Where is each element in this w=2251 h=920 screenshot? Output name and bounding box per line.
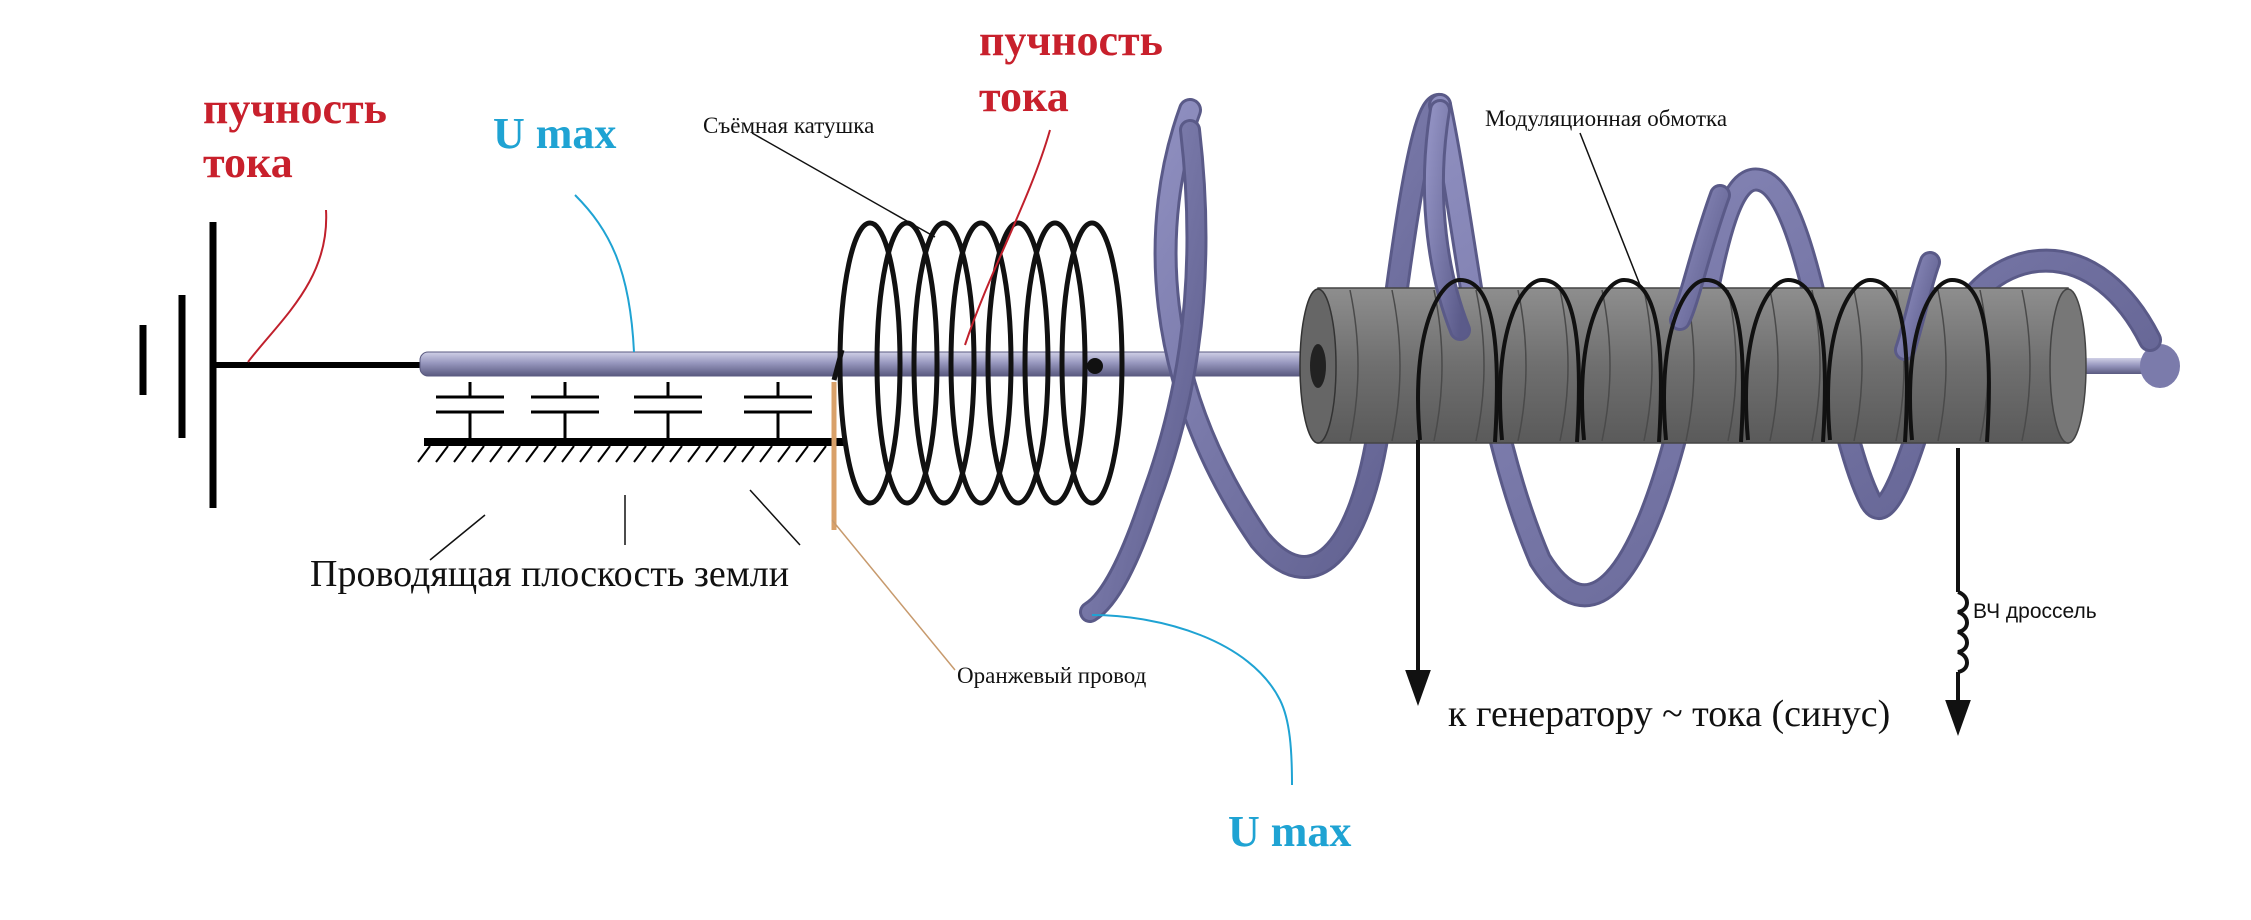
u-max-top-label: U max <box>493 109 616 158</box>
u-max-bottom-label: U max <box>1228 807 1351 856</box>
current-antinode-left-label-2: тока <box>203 138 293 187</box>
ground-plane <box>417 382 845 463</box>
generator-leads <box>1405 440 1971 736</box>
helix-front <box>1422 99 1941 361</box>
removable-coil <box>831 220 1125 506</box>
modulation-winding <box>1416 277 1991 443</box>
rf-choke-label: ВЧ дроссель <box>1973 600 2097 623</box>
current-antinode-mid-label-1: пучность <box>979 16 1163 65</box>
generator-label: к генератору ~ тока (синус) <box>1448 693 1890 735</box>
ground-plane-label: Проводящая плоскость земли <box>310 553 789 595</box>
current-antinode-left-label-1: пучность <box>203 84 387 133</box>
leader-lines <box>247 129 1641 786</box>
modulation-winding-label: Модуляционная обмотка <box>1485 106 1727 131</box>
orange-wire-label: Оранжевый провод <box>957 663 1147 688</box>
removable-coil-label: Съёмная катушка <box>703 113 874 138</box>
ground-symbol <box>139 222 420 508</box>
current-antinode-mid-label-2: тока <box>979 72 1069 121</box>
